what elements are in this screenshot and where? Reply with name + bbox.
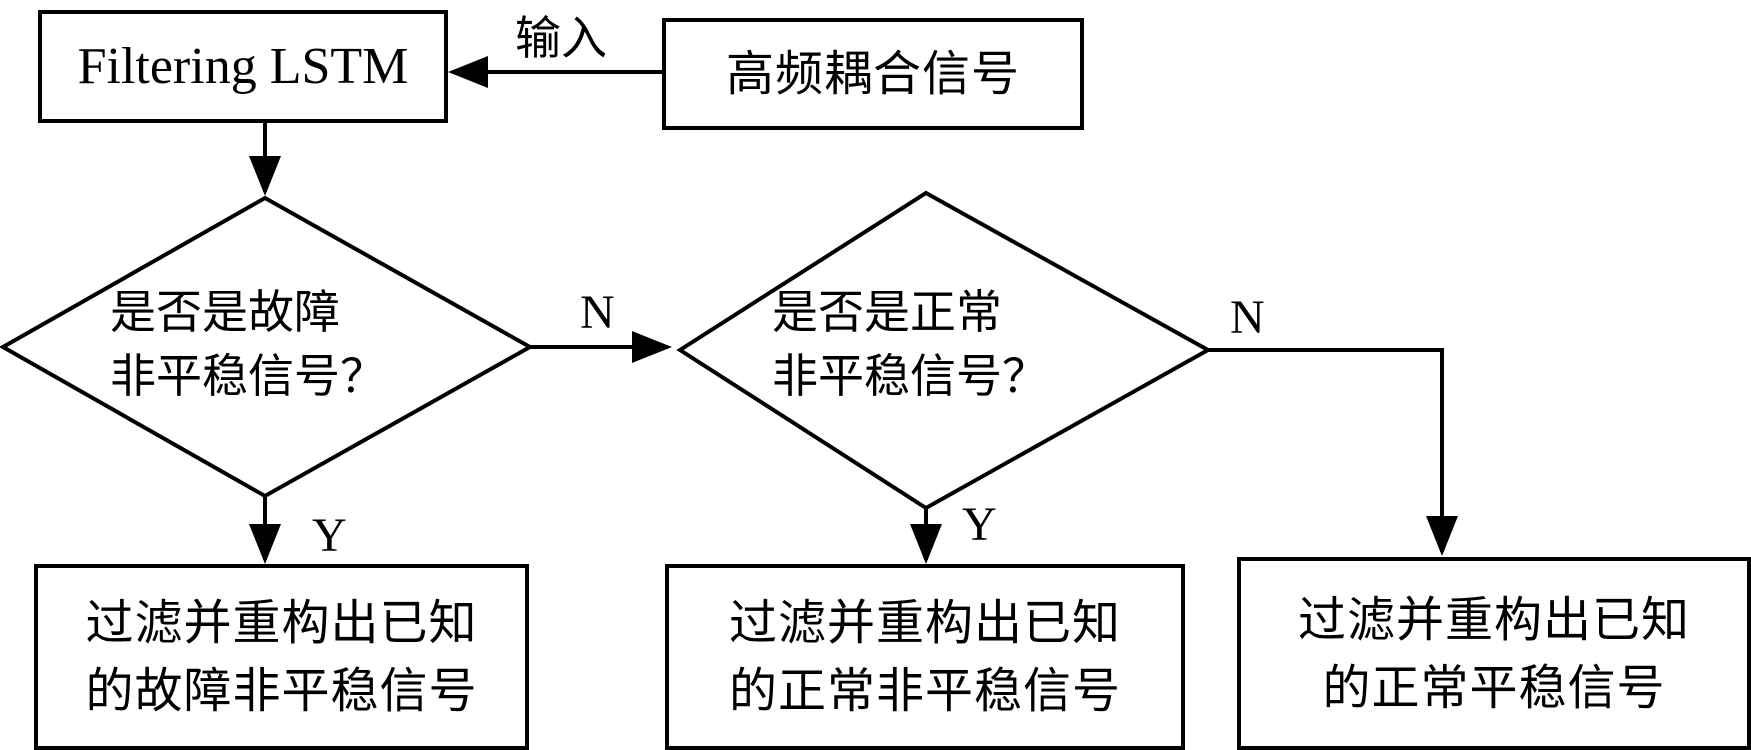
out-normal-stationary-box: 过滤并重构出已知 的正常平稳信号 xyxy=(1237,557,1751,750)
decision-fault-line2: 非平稳信号？ xyxy=(110,349,386,403)
decision-normal-line1: 是否是正常 xyxy=(772,285,1002,339)
edge-label-yes-1: Y xyxy=(312,509,347,562)
out-normal-stationary-line1: 过滤并重构出已知 xyxy=(1297,591,1690,648)
decision-fault-text: 是否是故障 非平稳信号？ xyxy=(110,280,386,408)
out-normal-nonstationary-box: 过滤并重构出已知 的正常非平稳信号 xyxy=(665,564,1185,750)
edge-label-no-2: N xyxy=(1230,291,1265,344)
edge-label-input: 输入 xyxy=(515,11,607,65)
out-normal-nonstationary-line2: 的正常非平稳信号 xyxy=(728,663,1121,719)
edge-label-no-1: N xyxy=(580,286,615,339)
out-fault-box: 过滤并重构出已知 的故障非平稳信号 xyxy=(34,564,529,750)
out-fault-line1: 过滤并重构出已知 xyxy=(85,595,478,651)
out-normal-stationary-line2: 的正常平稳信号 xyxy=(1322,659,1666,716)
input-signal-box: 高频耦合信号 xyxy=(662,18,1084,130)
out-fault-line2: 的故障非平稳信号 xyxy=(85,663,478,719)
input-signal-label: 高频耦合信号 xyxy=(725,46,1020,102)
arrow-no-to-out-normal-stationary xyxy=(1208,348,1458,556)
edge-label-yes-2: Y xyxy=(962,498,997,551)
lstm-label: Filtering LSTM xyxy=(77,38,409,95)
lstm-box: Filtering LSTM xyxy=(38,10,448,123)
decision-normal-text: 是否是正常 非平稳信号？ xyxy=(772,280,1048,408)
decision-normal-line2: 非平稳信号？ xyxy=(772,349,1048,403)
out-normal-nonstationary-line1: 过滤并重构出已知 xyxy=(728,595,1121,651)
decision-fault-line1: 是否是故障 xyxy=(110,285,340,339)
